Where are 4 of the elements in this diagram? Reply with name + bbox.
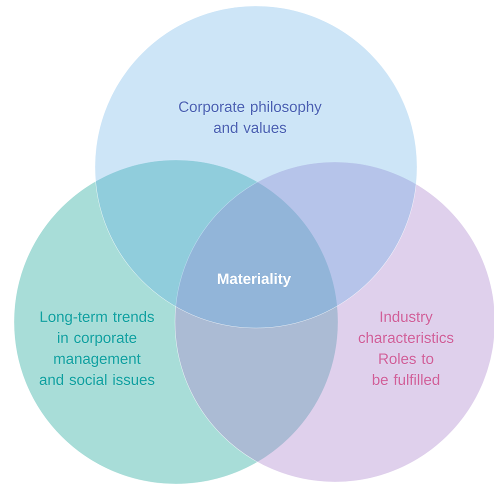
center-label: Materiality — [218, 273, 292, 287]
circle-label: Long-term trends in corporate management and social issues — [40, 310, 154, 385]
circle-label: Corporate philosophy and values — [179, 100, 322, 133]
circle-label: Industry characteristics Roles to be fulfilled — [358, 310, 454, 385]
